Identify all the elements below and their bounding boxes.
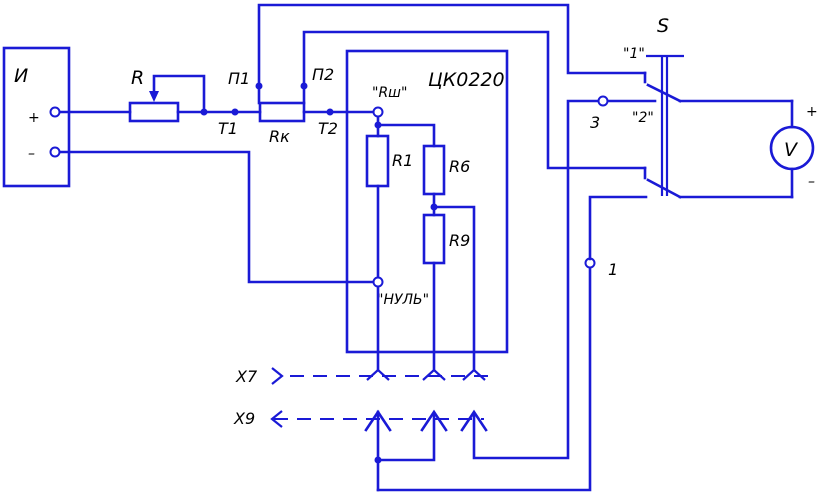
p2-label: П2 <box>312 65 334 84</box>
r9-resistor-body <box>422 213 446 265</box>
source-minus-terminal <box>49 146 61 158</box>
null-terminal <box>372 276 384 288</box>
x9-arrow <box>270 410 283 428</box>
x7-pin-1 <box>366 368 390 381</box>
p1-label: П1 <box>228 69 250 88</box>
switch-contact-2-blade[interactable] <box>646 178 682 199</box>
t1-label: T1 <box>218 119 238 138</box>
rheostat-label: R <box>131 67 144 89</box>
wire-tap-to-x7 <box>432 205 476 372</box>
wire-to-r6 <box>376 123 436 148</box>
switch-s[interactable]: S "1" "2" <box>623 15 794 199</box>
x7-label: X7 <box>235 367 258 386</box>
null-label: "НУЛЬ" <box>377 292 429 308</box>
rk-resistor-body <box>258 101 306 123</box>
point-3-terminal <box>597 95 609 107</box>
r1-resistor-body <box>365 134 390 188</box>
device-box <box>345 49 509 354</box>
source-label: И <box>14 65 28 87</box>
source-minus-label: – <box>28 146 35 162</box>
device-title: ЦК0220 <box>428 69 505 91</box>
source-plus-label: + <box>28 110 40 126</box>
series-circuit <box>58 74 384 123</box>
switch-pos2-label: "2" <box>632 110 654 126</box>
t1-junction <box>231 108 239 116</box>
t2-junction <box>326 108 334 116</box>
wire-point-1-to-switch <box>588 195 648 261</box>
rsh-label: "Rш" <box>372 85 407 101</box>
x9-pin-3-lead <box>472 99 605 460</box>
t2-label: T2 <box>318 119 338 138</box>
rheostat-junction <box>200 108 208 116</box>
x9-pin-3 <box>460 409 488 432</box>
rheostat-body <box>128 101 180 123</box>
x9-jumper <box>376 412 436 462</box>
x7-arrow <box>271 367 284 385</box>
p2-lead-wire <box>302 30 647 170</box>
voltmeter-circle <box>769 125 815 171</box>
source-box <box>2 46 71 188</box>
point-3-label: 3 <box>590 113 600 132</box>
r6-resistor-body <box>422 144 446 196</box>
voltmeter-minus-label: – <box>808 174 815 190</box>
switch-label: S <box>657 15 669 37</box>
switch-contact-1-blade[interactable] <box>646 83 682 103</box>
x9-jumper-junction <box>374 456 382 464</box>
connector-x7: X7 <box>235 367 494 386</box>
x7-pin-3 <box>462 368 486 381</box>
rheostat-slider-wire <box>152 74 206 114</box>
point-1-label: 1 <box>608 260 618 279</box>
rheostat-slider-arrow <box>149 91 159 102</box>
connector-x9: X9 <box>233 99 605 492</box>
potential-leads <box>255 3 647 170</box>
rk-label: Rк <box>269 127 290 146</box>
power-source: И + – <box>2 46 71 188</box>
rsh-terminal <box>372 106 384 118</box>
voltmeter-symbol: V <box>784 139 799 161</box>
wire-source-minus-to-null <box>58 150 375 284</box>
p1-lead-wire <box>257 3 647 88</box>
x7-pin-2 <box>422 368 446 381</box>
device-ck0220: ЦК0220 "Rш" R1 "НУЛЬ" R6 R9 <box>345 49 509 372</box>
voltmeter: V + – <box>769 99 818 199</box>
r6-label: R6 <box>449 157 470 176</box>
x9-pin-1-return <box>376 265 592 492</box>
x9-label: X9 <box>233 409 255 428</box>
r1-label: R1 <box>392 151 413 170</box>
voltmeter-plus-label: + <box>806 104 818 120</box>
r9-label: R9 <box>449 231 470 250</box>
source-plus-terminal <box>49 106 61 118</box>
x9-pin-2 <box>420 409 448 432</box>
switch-pos1-label: "1" <box>623 46 645 62</box>
